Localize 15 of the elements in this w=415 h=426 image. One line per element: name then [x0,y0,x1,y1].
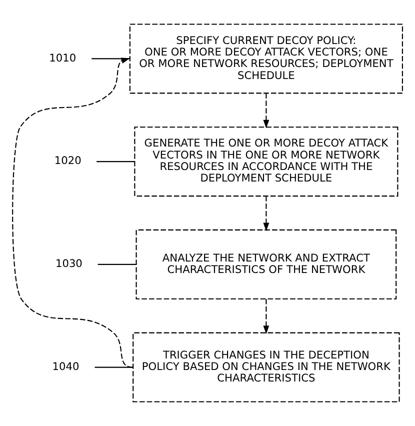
connector [96,161,135,162]
connector [92,58,130,60]
node-text: 1020 [54,155,82,168]
node-text: 1010 [49,52,76,64]
node-box: GENERATE THE ONE OR MORE DECOY ATTACK VECTORS IN THE ONE OR MORE NETWORK RESOURCES IN ACCORDANCE WITH THE DEPLOYMENT SCHEDULE [134,126,398,197]
node-text: 1040 [52,360,80,373]
node-box: TRIGGER CHANGES IN THE DECEPTION POLICY BASED ON CHANGES IN THE NETWORK CHARACTERISTICS [132,332,400,402]
node-box: SPECIFY CURRENT DECOY POLICY: ONE OR MORE DECOY ATTACK VECTORS; ONE OR MORE NETWORK RESOURCES; DEPLOYMENT SCHEDULE [129,24,403,94]
arrow [263,299,270,334]
arrow [263,196,270,232]
node-text: 1030 [55,258,82,270]
node-box: ANALYZE THE NETWORK AND EXTRACT CHARACTERISTICS OF THE NETWORK [136,229,397,300]
connector [94,366,133,368]
connector [98,264,136,265]
arrow [263,93,270,128]
